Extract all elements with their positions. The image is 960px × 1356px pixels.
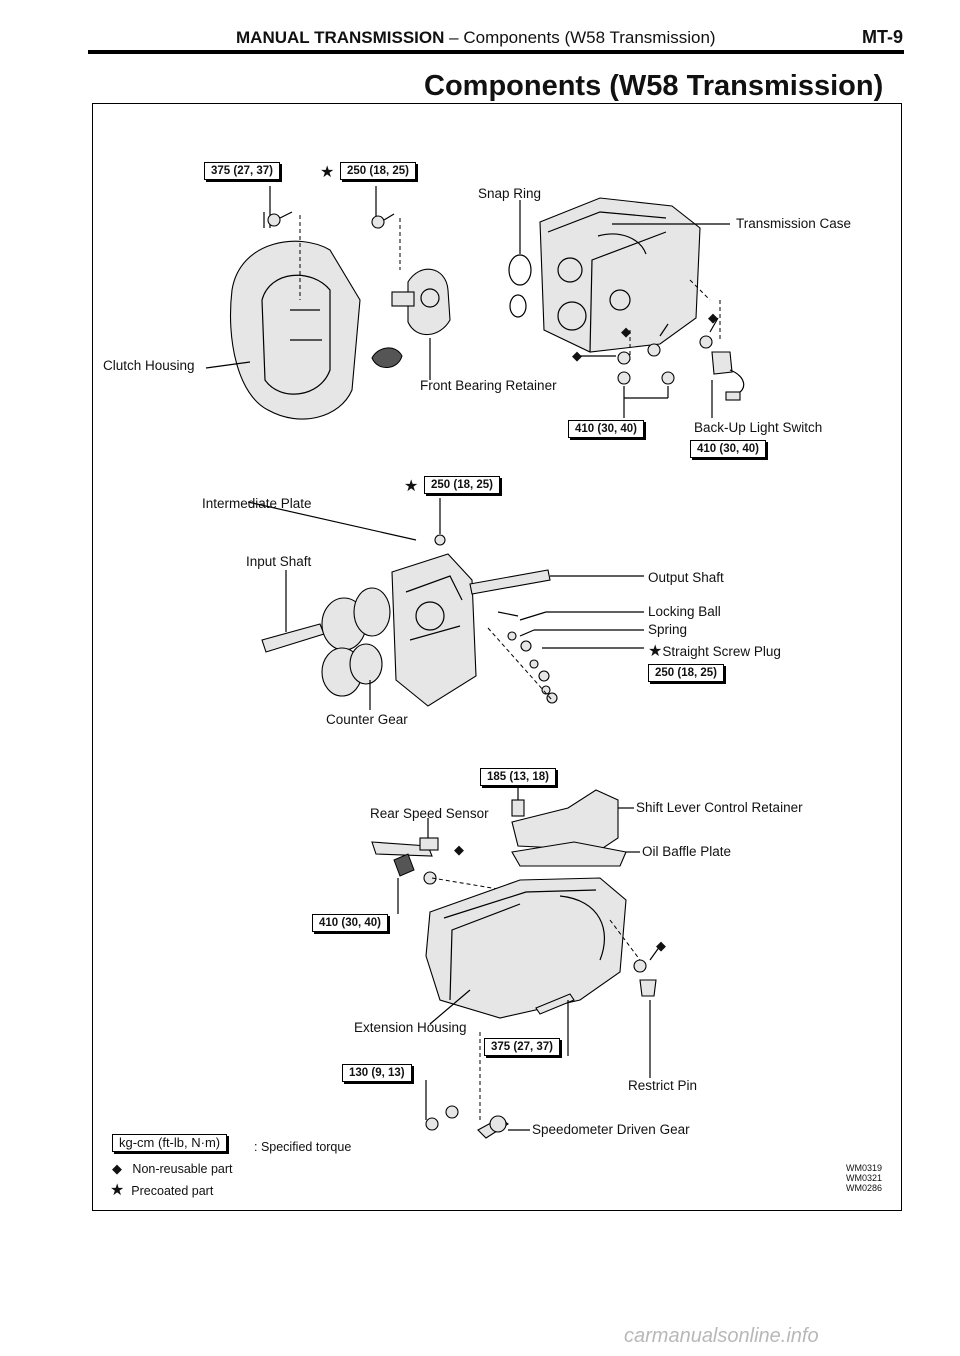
non-reusable-diamond-icon: ◆ — [708, 310, 718, 325]
legend-non-reusable-text: Non-reusable part — [132, 1162, 233, 1176]
shift-lever-control-retainer-drawing — [511, 789, 619, 851]
label-back-up-light-switch: Back-Up Light Switch — [694, 420, 823, 435]
rear-speed-sensor-drawing — [371, 841, 433, 857]
torque-label-drain-plug: 410 (30, 40) — [568, 420, 645, 438]
diagram-frame — [92, 103, 902, 1211]
label-shift-lever-control-retainer: Shift Lever Control Retainer — [636, 800, 803, 815]
legend-non-reusable: ◆ Non-reusable part — [112, 1161, 232, 1177]
oil-baffle-plate-drawing — [511, 841, 627, 867]
legend-unit-desc: : Specified torque — [254, 1140, 352, 1154]
label-front-bearing-retainer: Front Bearing Retainer — [420, 378, 557, 393]
label-locking-ball: Locking Ball — [648, 604, 721, 619]
label-transmission-case: Transmission Case — [736, 216, 852, 231]
label-counter-gear: Counter Gear — [326, 712, 408, 727]
label-extension-housing: Extension Housing — [354, 1020, 467, 1035]
torque-label-retainer-bolt: 250 (18, 25) — [340, 162, 417, 180]
extension-housing-drawing — [425, 877, 627, 1019]
header-subtitle: – Components (W58 Transmission) — [449, 28, 716, 47]
back-up-light-switch-drawing — [711, 351, 733, 375]
torque-label-speedo-bolt: 130 (9, 13) — [342, 1064, 412, 1082]
label-oil-baffle-plate: Oil Baffle Plate — [642, 844, 732, 859]
front-bearing-retainer-drawing — [407, 268, 451, 336]
label-snap-ring: Snap Ring — [478, 186, 542, 201]
label-spring: Spring — [648, 622, 688, 637]
watermark: carmanualsonline.info — [624, 1325, 819, 1347]
non-reusable-diamond-icon: ◆ — [572, 348, 582, 363]
label-straight-screw-plug: ★Straight Screw Plug — [648, 641, 781, 661]
non-reusable-diamond-icon: ◆ — [621, 324, 631, 339]
legend-precoated: ★ Precoated part — [110, 1180, 213, 1200]
page-header: MANUAL TRANSMISSION – Components (W58 Tr… — [236, 28, 716, 48]
torque-label-speed-sensor: 410 (30, 40) — [312, 914, 389, 932]
torque-label-screw-plug: 250 (18, 25) — [648, 664, 725, 682]
header-section: MANUAL TRANSMISSION — [236, 28, 445, 47]
transmission-case-drawing — [539, 197, 701, 353]
non-reusable-diamond-icon: ◆ — [656, 938, 666, 953]
precoated-star-icon: ★ — [648, 643, 663, 660]
label-straight-screw-plug-text: Straight Screw Plug — [662, 644, 781, 659]
label-speedometer-driven-gear: Speedometer Driven Gear — [532, 1122, 690, 1137]
label-restrict-pin: Restrict Pin — [628, 1078, 698, 1093]
page-number: MT-9 — [862, 27, 904, 47]
figure-codes: WM0319 WM0321 WM0286 — [846, 1163, 882, 1193]
torque-label-intermediate-bolt: 250 (18, 25) — [424, 476, 501, 494]
torque-label-retainer-bolt-rear: 185 (13, 18) — [480, 768, 557, 786]
label-input-shaft: Input Shaft — [246, 554, 312, 569]
legend-precoated-text: Precoated part — [131, 1184, 214, 1198]
legend-unit-box: kg-cm (ft-lb, N·m) — [112, 1134, 228, 1152]
snap-ring-drawing — [508, 254, 532, 286]
non-reusable-diamond-icon: ◆ — [112, 1161, 122, 1176]
label-rear-speed-sensor: Rear Speed Sensor — [370, 806, 489, 821]
label-intermediate-plate: Intermediate Plate — [202, 496, 312, 511]
torque-label-back-up-switch: 410 (30, 40) — [690, 440, 767, 458]
figure-code: WM0286 — [846, 1183, 883, 1193]
torque-label-extension-bolt: 375 (27, 37) — [484, 1038, 561, 1056]
label-clutch-housing: Clutch Housing — [103, 358, 195, 373]
label-output-shaft: Output Shaft — [648, 570, 724, 585]
figure-code: WM0321 — [846, 1173, 883, 1183]
precoated-star-icon: ★ — [320, 164, 335, 181]
header-rule — [88, 50, 904, 54]
input-shaft-drawing — [261, 623, 325, 653]
figure-code: WM0319 — [846, 1163, 883, 1173]
clutch-housing-drawing — [229, 240, 361, 420]
precoated-star-icon: ★ — [404, 478, 419, 495]
page-title: Components (W58 Transmission) — [424, 70, 884, 102]
output-shaft-drawing — [469, 569, 551, 595]
precoated-star-icon: ★ — [110, 1182, 125, 1199]
torque-label-case-bolt: 375 (27, 37) — [204, 162, 281, 180]
non-reusable-diamond-icon: ◆ — [454, 842, 464, 857]
